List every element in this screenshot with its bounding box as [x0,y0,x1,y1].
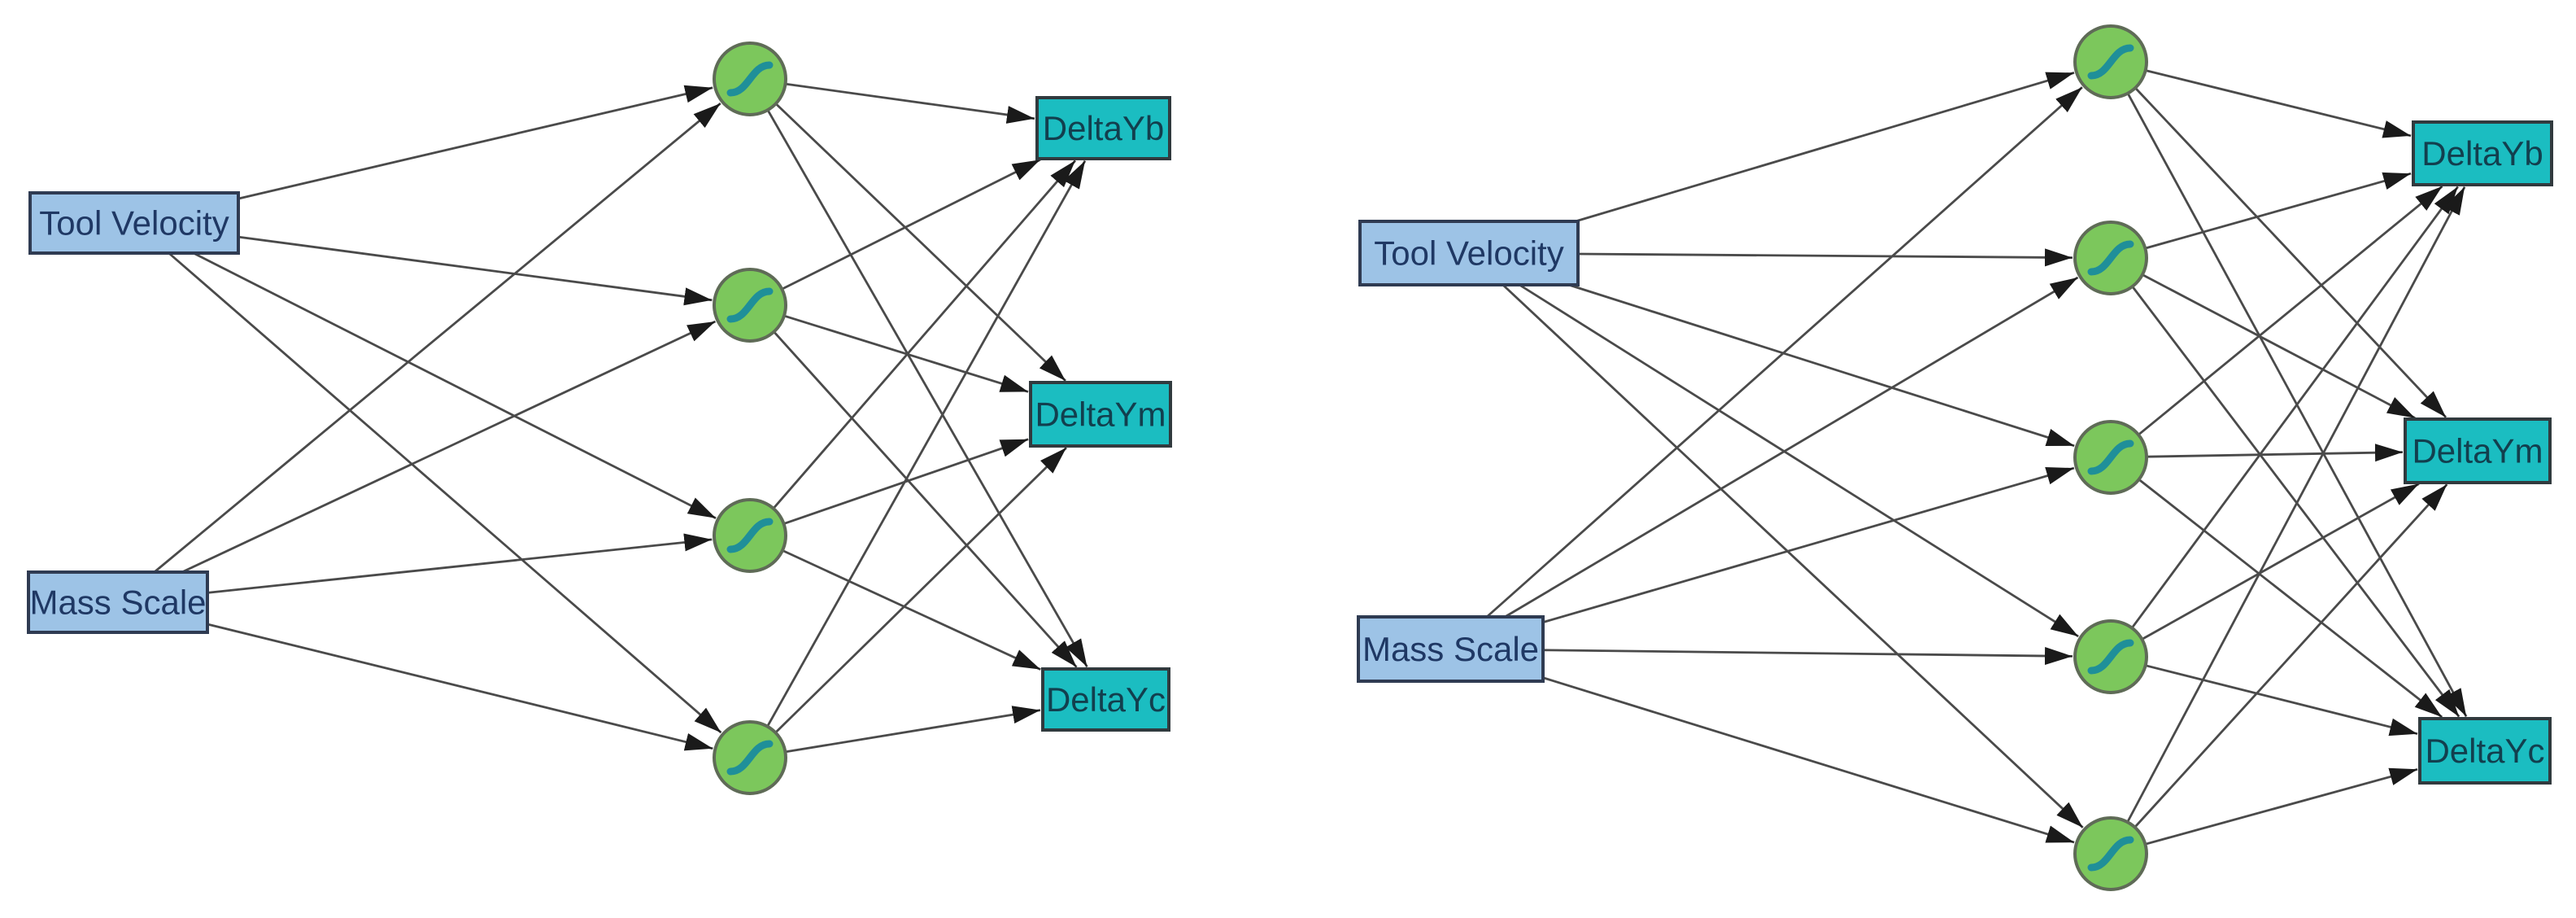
hidden-node-h5 [2073,816,2148,891]
sigmoid-icon [2087,44,2134,80]
input-node-mass-scale: Mass Scale [1357,615,1545,683]
sigmoid-icon [726,518,774,553]
edge-line [785,82,1035,124]
input-node-box [1358,220,1580,286]
edge-line [207,623,713,751]
edge-line [1502,283,2084,828]
hidden-node-h2 [2073,221,2148,295]
input-node-box [28,191,240,255]
sigmoid-icon [2087,836,2134,872]
input-node-box [27,570,209,634]
input-node-mass-scale: Mass Scale [27,570,209,634]
hidden-node-h3 [713,498,787,573]
edge-line [2138,185,2443,436]
input-node-tool-velocity: Tool Velocity [28,191,240,255]
sigmoid-icon [2087,439,2134,475]
edges-layer [153,82,1088,754]
edge-line [1577,248,2073,267]
output-node-label: DeltaYm [2412,432,2543,470]
edge-line [153,102,721,574]
edge-line [2146,444,2404,462]
sigmoid-icon [2087,240,2134,276]
edge-line [2134,87,2447,418]
sigmoid-icon [726,287,774,323]
input-node-box [1357,615,1545,683]
output-node-box [2412,120,2553,186]
edge-line [2141,483,2420,640]
output-node-label: DeltaYc [1046,680,1166,719]
output-node-deltayb: DeltaYb [1035,96,1171,160]
edge-line [193,251,717,519]
edge-line [1542,676,2075,844]
sigmoid-icon [726,740,774,776]
output-node-label: DeltaYc [2425,732,2544,770]
edge-line [1542,466,2075,623]
edge-line [2145,172,2412,250]
edge-line [2138,478,2443,719]
edge-line [2142,273,2416,419]
edge-line [2145,767,2418,846]
edge-line [2134,483,2448,828]
output-node-deltayb: DeltaYb [2412,120,2553,186]
sigmoid-icon [2087,639,2134,675]
output-node-box [1029,381,1172,448]
edge-line [207,533,713,594]
edge-line [168,251,722,734]
hidden-node-h3 [2073,420,2148,495]
edge-line [782,549,1041,671]
sigmoid-icon [726,61,774,97]
edge-line [1485,86,2083,619]
hidden-node-h1 [713,42,787,116]
input-node-label: Tool Velocity [39,204,229,243]
edge-line [2131,286,2460,718]
edge-line [1504,276,2079,619]
output-node-box [1041,667,1170,732]
edges-layer [1485,69,2468,846]
edge-line [781,159,1041,291]
edge-line [238,85,713,200]
hidden-node-h4 [713,720,787,795]
output-node-label: DeltaYm [1035,396,1166,434]
edge-line [2126,186,2466,823]
edge-line [766,109,1088,668]
output-node-deltaym: DeltaYm [1029,381,1172,448]
input-node-label: Tool Velocity [1374,234,1563,273]
output-node-box [2404,417,2552,484]
edge-line [766,160,1087,728]
input-node-label: Mass Scale [1362,630,1539,668]
output-node-box [2418,717,2552,785]
output-node-deltayc: DeltaYc [2418,717,2552,785]
edge-line [2130,186,2459,629]
edge-line [785,706,1041,754]
hidden-node-h2 [713,268,787,343]
edge-line [181,320,717,574]
edge-line [2145,664,2418,737]
hidden-node-h4 [2073,619,2148,694]
output-node-box [1035,96,1171,160]
edge-line [1519,283,2079,638]
edge-line [774,103,1066,382]
edge-line [2145,69,2412,138]
output-node-label: DeltaYb [2421,134,2543,173]
hidden-node-h1 [2073,24,2148,99]
edge-line [1542,647,2073,666]
edge-line [774,447,1067,734]
input-node-label: Mass Scale [29,584,206,622]
edge-line [238,235,713,306]
output-node-label: DeltaYb [1043,109,1164,147]
edge-line [773,330,1078,668]
output-node-deltaym: DeltaYm [2404,417,2552,484]
edge-line [1568,283,2075,448]
edge-line [1575,72,2075,223]
edge-line [772,160,1077,509]
input-node-tool-velocity: Tool Velocity [1358,220,1580,286]
output-node-deltayc: DeltaYc [1041,667,1170,732]
